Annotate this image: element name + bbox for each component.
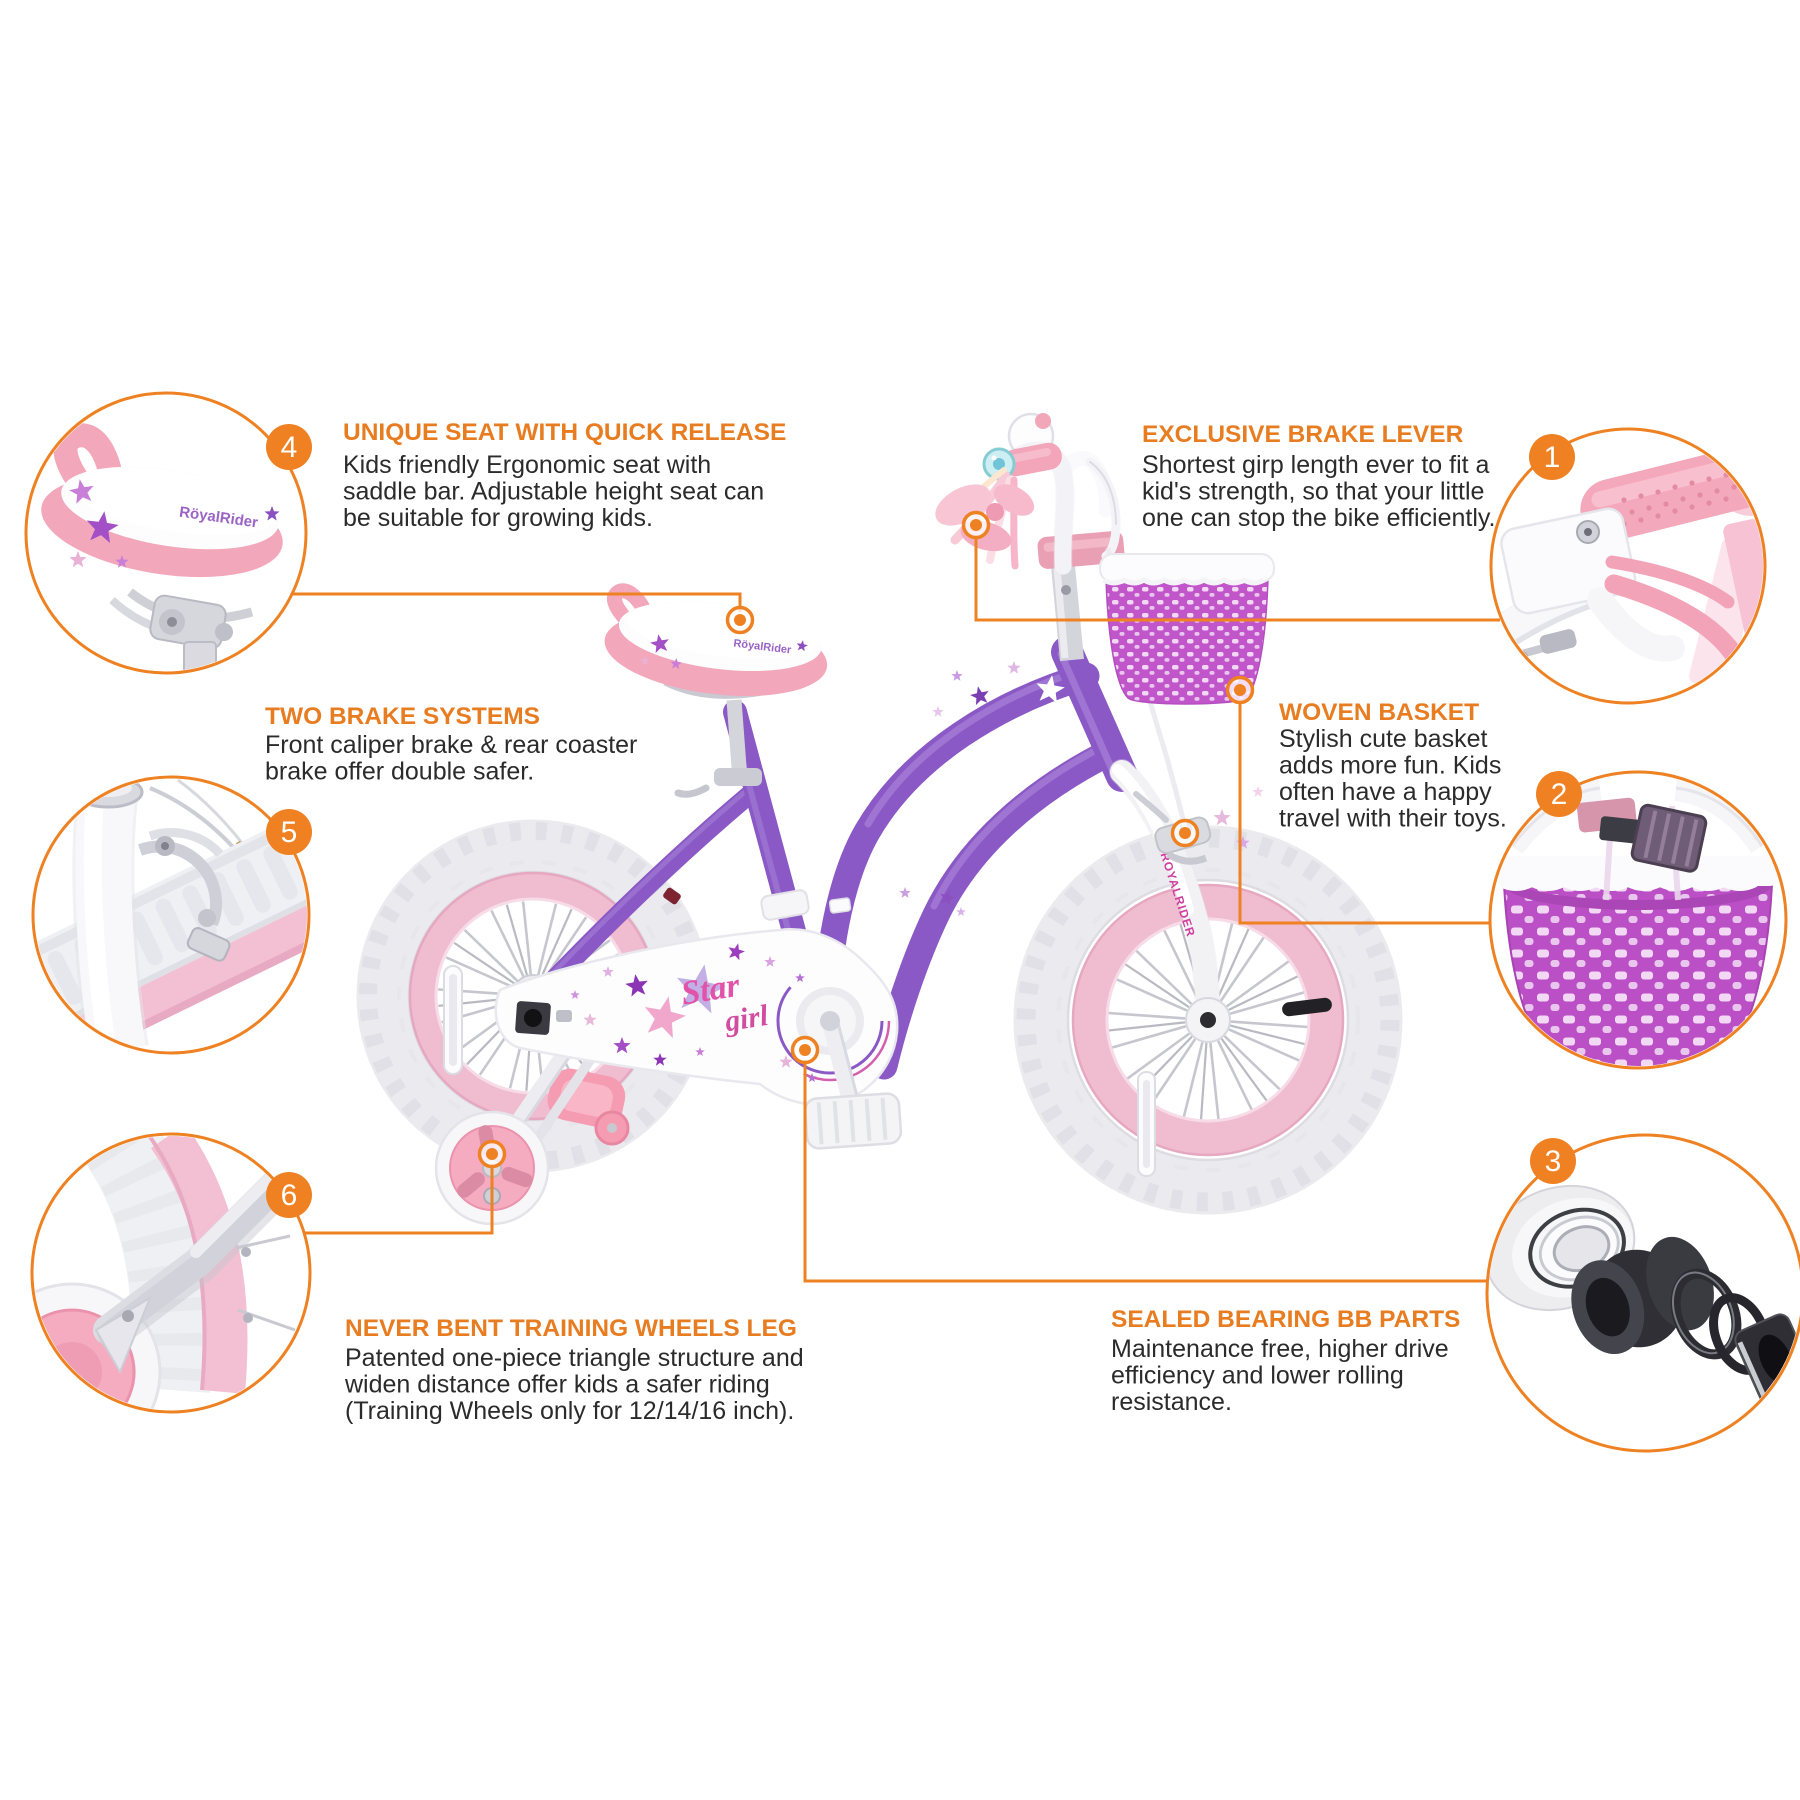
svg-text:Patented one-piece triangle st: Patented one-piece triangle structure an… — [345, 1344, 804, 1372]
svg-text:saddle bar. Adjustable height: saddle bar. Adjustable height seat can — [343, 478, 764, 506]
svg-text:Star: Star — [679, 967, 743, 1013]
svg-text:kid's strength, so that your l: kid's strength, so that your little — [1142, 478, 1484, 506]
svg-text:TWO BRAKE SYSTEMS: TWO BRAKE SYSTEMS — [265, 703, 540, 730]
svg-text:EXCLUSIVE BRAKE LEVER: EXCLUSIVE BRAKE LEVER — [1142, 421, 1464, 448]
svg-text:3: 3 — [1545, 1145, 1562, 1178]
svg-text:brake offer double safer.: brake offer double safer. — [265, 758, 534, 786]
svg-text:efficiency and lower rolling: efficiency and lower rolling — [1111, 1362, 1404, 1390]
svg-text:UNIQUE SEAT WITH QUICK RELEASE: UNIQUE SEAT WITH QUICK RELEASE — [343, 419, 786, 446]
svg-text:widen distance offer kids a sa: widen distance offer kids a safer riding — [344, 1371, 770, 1399]
svg-text:travel with their toys.: travel with their toys. — [1279, 805, 1507, 833]
svg-text:adds more fun. Kids: adds more fun. Kids — [1279, 752, 1501, 780]
svg-text:Kids friendly Ergonomic seat w: Kids friendly Ergonomic seat with — [343, 451, 711, 479]
svg-text:resistance.: resistance. — [1111, 1388, 1232, 1416]
svg-text:4: 4 — [281, 431, 298, 464]
svg-text:5: 5 — [281, 816, 298, 849]
svg-text:one can stop the bike efficien: one can stop the bike efficiently. — [1142, 504, 1495, 532]
svg-text:often have a happy: often have a happy — [1279, 778, 1492, 806]
svg-text:Shortest girp length ever to f: Shortest girp length ever to fit a — [1142, 451, 1490, 479]
svg-text:be suitable for growing kids.: be suitable for growing kids. — [343, 504, 653, 532]
svg-text:girl: girl — [722, 999, 772, 1039]
svg-text:1: 1 — [1544, 441, 1561, 474]
svg-text:Front caliper brake & rear coa: Front caliper brake & rear coaster — [265, 731, 637, 759]
svg-text:(Training Wheels only for 12/1: (Training Wheels only for 12/14/16 inch)… — [345, 1397, 794, 1425]
svg-text:Maintenance free, higher drive: Maintenance free, higher drive — [1111, 1335, 1449, 1363]
svg-text:WOVEN BASKET: WOVEN BASKET — [1279, 699, 1479, 726]
svg-text:6: 6 — [281, 1179, 298, 1212]
svg-text:SEALED BEARING BB PARTS: SEALED BEARING BB PARTS — [1111, 1306, 1460, 1333]
svg-text:NEVER BENT TRAINING WHEELS LEG: NEVER BENT TRAINING WHEELS LEG — [345, 1315, 797, 1342]
svg-text:2: 2 — [1551, 778, 1568, 811]
svg-text:Stylish cute basket: Stylish cute basket — [1279, 725, 1487, 753]
